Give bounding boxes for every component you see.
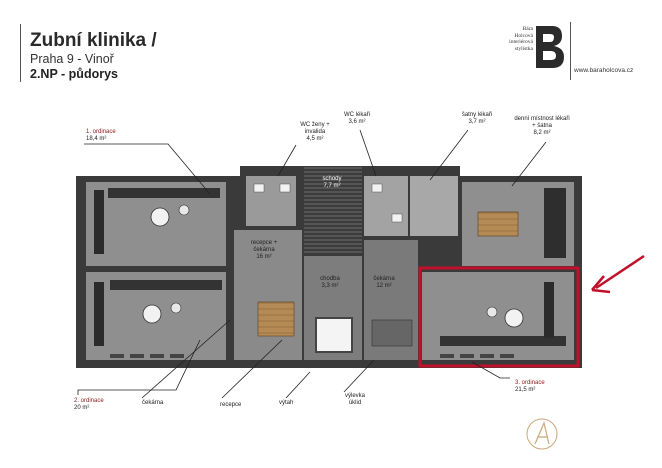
cabinet-2 [110, 280, 222, 290]
table-denni [477, 211, 519, 237]
cabinet-3-side [544, 282, 554, 338]
room-label-ordinace-1: 1. ordinace 18,4 m² [86, 129, 116, 142]
brand-divider [570, 22, 571, 80]
cabinet-1-side [94, 190, 104, 254]
room-label-cekarna: čekárna 12 m² [373, 276, 395, 289]
leader-ordinace-2 [77, 339, 201, 395]
room-label-ordinace-3: 3. ordinace 21,5 m² [515, 380, 545, 393]
header-divider [20, 24, 21, 82]
room-label-satny: šatny lékaři 3,7 m² [461, 112, 493, 125]
room-label-ordinace-2: 2. ordinace 20 m² [74, 398, 104, 411]
brand-emblem-icon [526, 418, 558, 450]
website-link[interactable]: www.baraholcova.cz [574, 67, 634, 74]
brand-logo-icon [536, 26, 564, 68]
brand-line: Bára [522, 26, 533, 32]
room-satny [410, 176, 458, 236]
room-label-denni: denní místnost lékaři + šatna 8,2 m² [514, 116, 570, 136]
room-label-wc-zeny: WC ženy + invalida 4,5 m² [300, 122, 330, 142]
brand-line: Holcová [514, 32, 533, 39]
brand-line: interiérová [509, 39, 533, 45]
brand-name: Bára Holcová interiérová stylistka [505, 26, 533, 52]
callout-recepce: recepce [220, 402, 242, 408]
dental-chair-3 [504, 308, 524, 328]
brand-line: stylistka [514, 45, 533, 52]
highlight-ordinace-3 [418, 266, 580, 368]
room-label-chodba: chodba 3,3 m² [320, 276, 340, 289]
room-recepce [234, 230, 302, 360]
floor-label: 2.NP - půdorys [30, 67, 118, 81]
room-label-wc-lekari: WC lékaři 3,6 m² [343, 112, 370, 125]
page-title: Zubní klinika / [30, 30, 157, 51]
elevator [315, 317, 353, 353]
callout-cekarna: čekárna [142, 400, 164, 406]
highlight-arrow [595, 254, 645, 290]
callout-vylevka: výlevka úklid [344, 393, 365, 406]
callout-vytah: výtah [279, 400, 294, 406]
room-label-recepce: recepce + čekárna 16 m² [250, 240, 278, 260]
cabinet-3 [440, 336, 566, 346]
wardrobe-denni [544, 188, 566, 258]
cabinet-2-side [94, 282, 104, 346]
room-wc-lekari [364, 176, 408, 236]
dental-chair-2 [142, 304, 162, 324]
cabinet-1 [108, 188, 220, 198]
page-subtitle: Praha 9 - Vinoř [30, 52, 114, 66]
room-label-schody: schody 7,7 m² [322, 176, 342, 189]
room-wc-zeny [246, 176, 296, 226]
vylevka [371, 319, 413, 347]
dental-chair-1 [150, 207, 170, 227]
reception-desk [257, 301, 295, 337]
room-schody [304, 166, 362, 254]
